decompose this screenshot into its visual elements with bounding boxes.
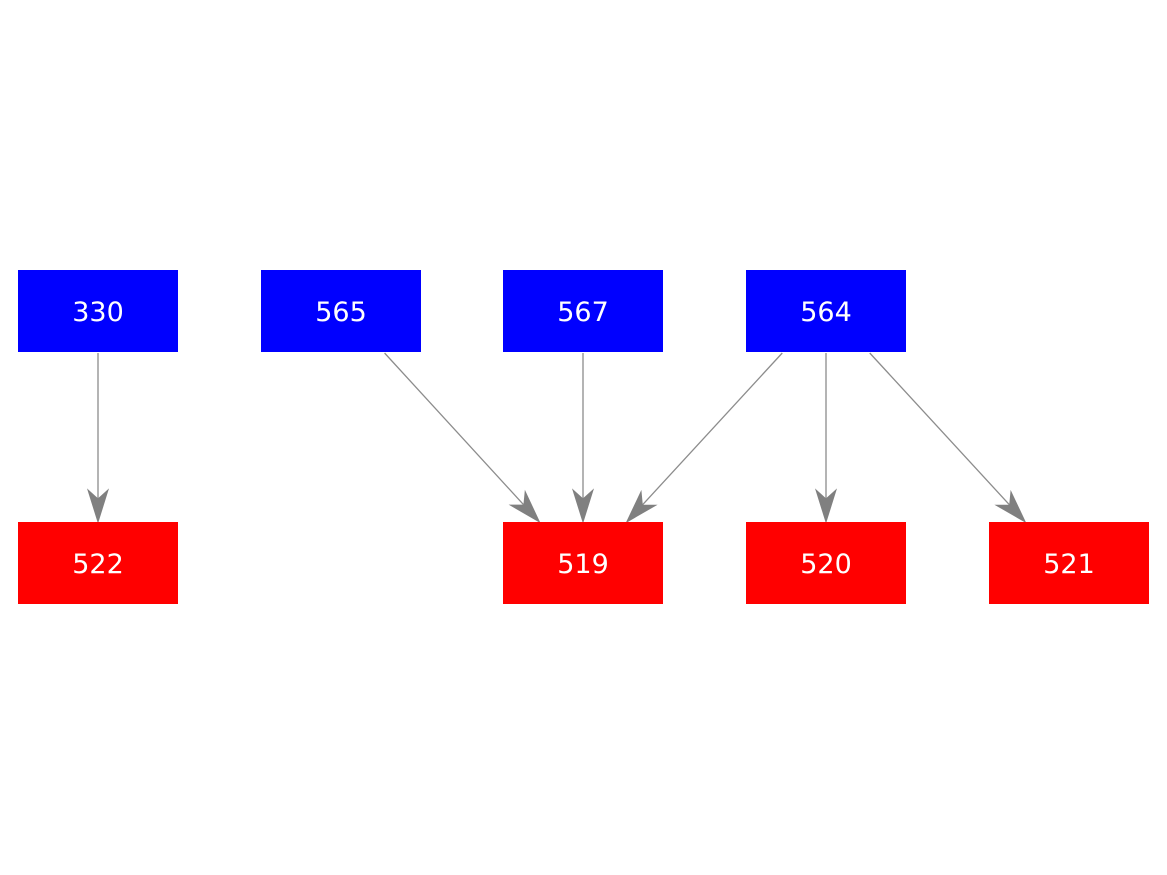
edge-564-to-520 <box>814 353 838 524</box>
node-box-521 <box>989 522 1149 604</box>
node-521: 521 <box>989 522 1149 604</box>
node-box-522 <box>18 522 178 604</box>
edge-line <box>869 352 1011 506</box>
node-522: 522 <box>18 522 178 604</box>
node-label-522: 522 <box>72 549 124 580</box>
node-label-567: 567 <box>557 297 609 328</box>
arrowhead-icon <box>994 489 1027 524</box>
node-box-564 <box>746 270 906 352</box>
nodes-layer: 330 565 567 564 522 519 520 521 <box>18 270 1149 604</box>
node-label-519: 519 <box>557 549 609 580</box>
arrowhead-icon <box>86 488 110 524</box>
edge-line <box>641 352 783 506</box>
node-519: 519 <box>503 522 663 604</box>
node-label-520: 520 <box>800 549 852 580</box>
edge-564-to-519 <box>625 352 783 524</box>
node-box-565 <box>261 270 421 352</box>
node-box-330 <box>18 270 178 352</box>
edge-330-to-522 <box>86 353 110 524</box>
node-label-521: 521 <box>1043 549 1095 580</box>
node-330: 330 <box>18 270 178 352</box>
node-label-564: 564 <box>800 297 852 328</box>
node-label-565: 565 <box>315 297 367 328</box>
edge-line <box>384 352 525 506</box>
arrowhead-icon <box>508 489 541 524</box>
node-520: 520 <box>746 522 906 604</box>
arrowhead-icon <box>625 489 658 524</box>
node-564: 564 <box>746 270 906 352</box>
edge-565-to-519 <box>384 352 541 524</box>
node-box-519 <box>503 522 663 604</box>
node-label-330: 330 <box>72 297 124 328</box>
node-box-520 <box>746 522 906 604</box>
node-565: 565 <box>261 270 421 352</box>
node-box-567 <box>503 270 663 352</box>
edge-564-to-521 <box>869 352 1027 524</box>
node-567: 567 <box>503 270 663 352</box>
arrowhead-icon <box>814 488 838 524</box>
edges-layer <box>86 352 1027 524</box>
edge-567-to-519 <box>571 353 595 524</box>
arrowhead-icon <box>571 488 595 524</box>
